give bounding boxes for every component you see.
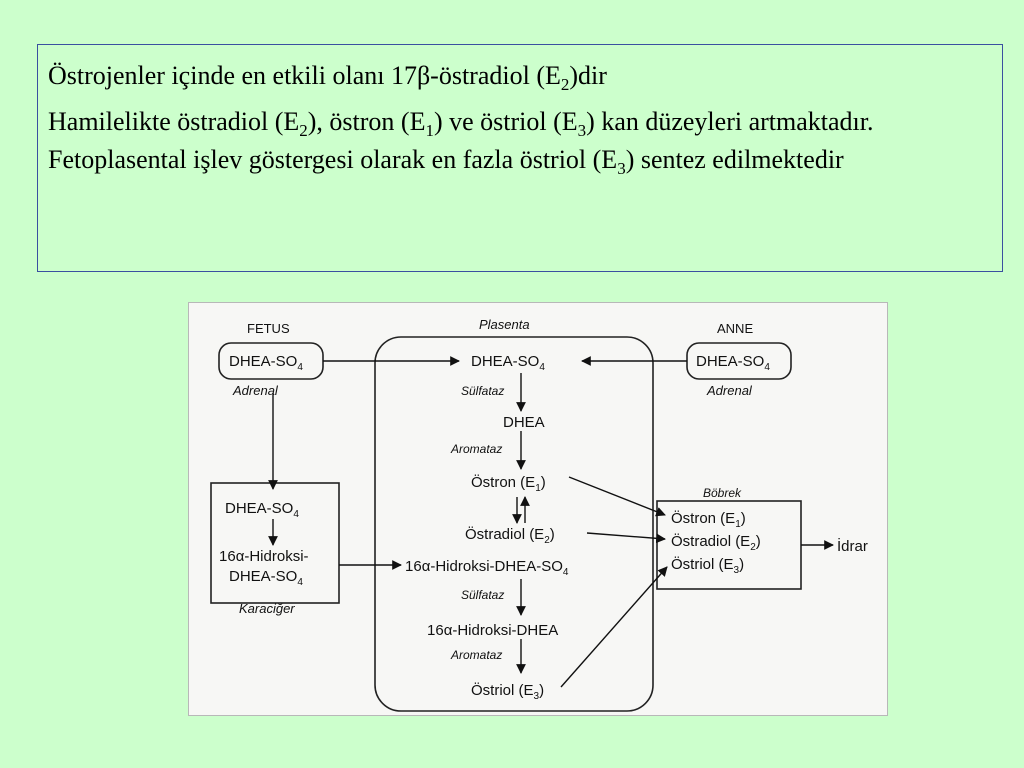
placenta-label: Plasenta bbox=[479, 317, 530, 332]
aromataz-label-1: Aromataz bbox=[450, 442, 502, 456]
kidney-ostron: Östron (E1) bbox=[671, 509, 746, 530]
line1-subscript: 2 bbox=[560, 75, 570, 94]
anne-adrenal-label: Adrenal bbox=[706, 383, 753, 398]
steroid-pathway-diagram: FETUS ANNE Plasenta DHEA-SO4 Adrenal DHE… bbox=[188, 302, 888, 716]
ostriol-label: Östriol (E3) bbox=[471, 681, 544, 702]
placenta-container bbox=[374, 336, 654, 712]
para2-part2: ), östron (E bbox=[307, 107, 426, 136]
text-box: Östrojenler içinde en etkili olanı 17β-ö… bbox=[37, 44, 1003, 272]
pathway-svg: FETUS ANNE Plasenta DHEA-SO4 Adrenal DHE… bbox=[210, 317, 868, 712]
arrow-ostron-to-kidney bbox=[568, 476, 666, 517]
para2-sub3: 3 bbox=[577, 121, 587, 140]
dhea-label: DHEA bbox=[503, 414, 545, 431]
para2-part3: ) ve östriol (E bbox=[433, 107, 578, 136]
pregnancy-paragraph: Hamilelikte östradiol (E2), östron (E1) … bbox=[48, 103, 992, 179]
para2-sub4: 3 bbox=[617, 159, 626, 178]
placenta-dhea-so4: DHEA-SO4 bbox=[471, 353, 545, 373]
hydroxy-dhea-label: 16α-Hidroksi-DHEA bbox=[427, 622, 558, 639]
sulfataz-label-1: Sülfataz bbox=[461, 384, 504, 398]
para2-part5: ) sentez edilmektedir bbox=[625, 145, 844, 174]
kidney-ostriol: Östriol (E3) bbox=[671, 555, 744, 576]
para2-sub1: 2 bbox=[299, 121, 308, 140]
kidney-ostradiol: Östradiol (E2) bbox=[671, 532, 761, 553]
anne-label: ANNE bbox=[717, 321, 753, 336]
line1-text-end: )dir bbox=[569, 61, 607, 90]
aromataz-label-2: Aromataz bbox=[450, 648, 502, 662]
fetus-label: FETUS bbox=[247, 321, 290, 336]
sulfataz-label-2: Sülfataz bbox=[461, 588, 504, 602]
ostradiol-label: Östradiol (E2) bbox=[465, 525, 555, 546]
estrogen-intro-line: Östrojenler içinde en etkili olanı 17β-ö… bbox=[48, 57, 992, 95]
arrow-ostriol-to-kidney bbox=[560, 566, 668, 688]
liver-hydroxy-line2: DHEA-SO4 bbox=[229, 568, 303, 588]
anne-dhea-so4: DHEA-SO4 bbox=[696, 353, 770, 373]
fetus-dhea-so4: DHEA-SO4 bbox=[229, 353, 303, 373]
para2-part4: ) kan düzeyleri artmaktadır. Fetoplasent… bbox=[48, 107, 874, 174]
karaciger-label: Karaciğer bbox=[239, 601, 295, 616]
placenta-hydroxy-so4: 16α-Hidroksi-DHEA-SO4 bbox=[405, 558, 569, 578]
arrow-ostradiol-to-kidney bbox=[586, 532, 666, 544]
para2-sub2: 1 bbox=[425, 121, 434, 140]
bobrek-label: Böbrek bbox=[703, 486, 742, 500]
para2-part1: Hamilelikte östradiol (E bbox=[48, 107, 300, 136]
liver-dhea-so4: DHEA-SO4 bbox=[225, 500, 299, 520]
idrar-label: İdrar bbox=[837, 537, 868, 555]
liver-hydroxy-line1: 16α-Hidroksi- bbox=[219, 548, 309, 565]
line1-text: Östrojenler içinde en etkili olanı 17β-ö… bbox=[48, 61, 561, 90]
fetus-adrenal-label: Adrenal bbox=[232, 383, 279, 398]
ostron-label: Östron (E1) bbox=[471, 473, 546, 494]
